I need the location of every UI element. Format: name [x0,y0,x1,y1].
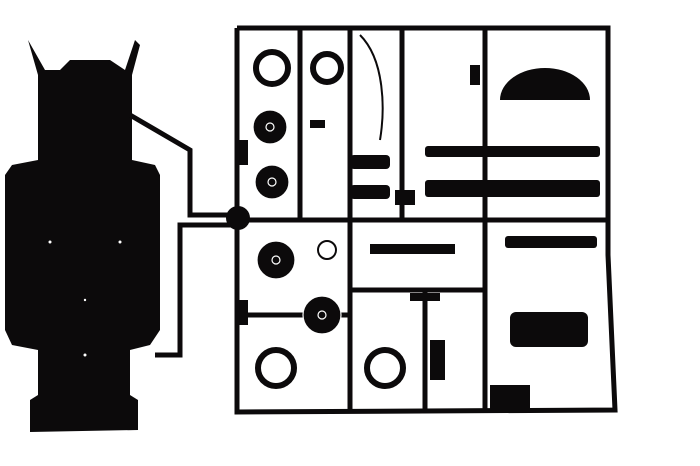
runner [128,112,237,358]
chassis-holes [48,240,122,357]
ring-wheels [253,49,406,389]
steering-wheel [317,240,337,260]
wire-part [359,34,384,141]
chassis-part [5,40,160,432]
parts [238,65,600,410]
sprue-frame [234,25,618,415]
spoked-wheels [252,109,342,335]
